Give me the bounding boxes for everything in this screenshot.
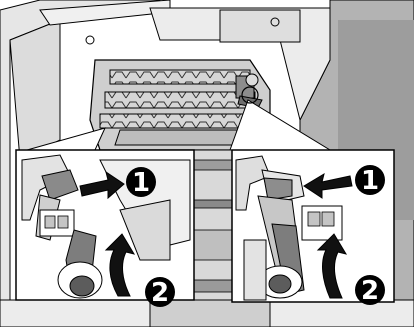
step-number: 1 [361,166,379,196]
callout-left: 1 2 [16,150,194,308]
callout-right: 1 2 [232,150,394,306]
step-number: 2 [151,278,169,308]
step-number: 1 [132,168,150,198]
step-number: 2 [361,276,379,306]
